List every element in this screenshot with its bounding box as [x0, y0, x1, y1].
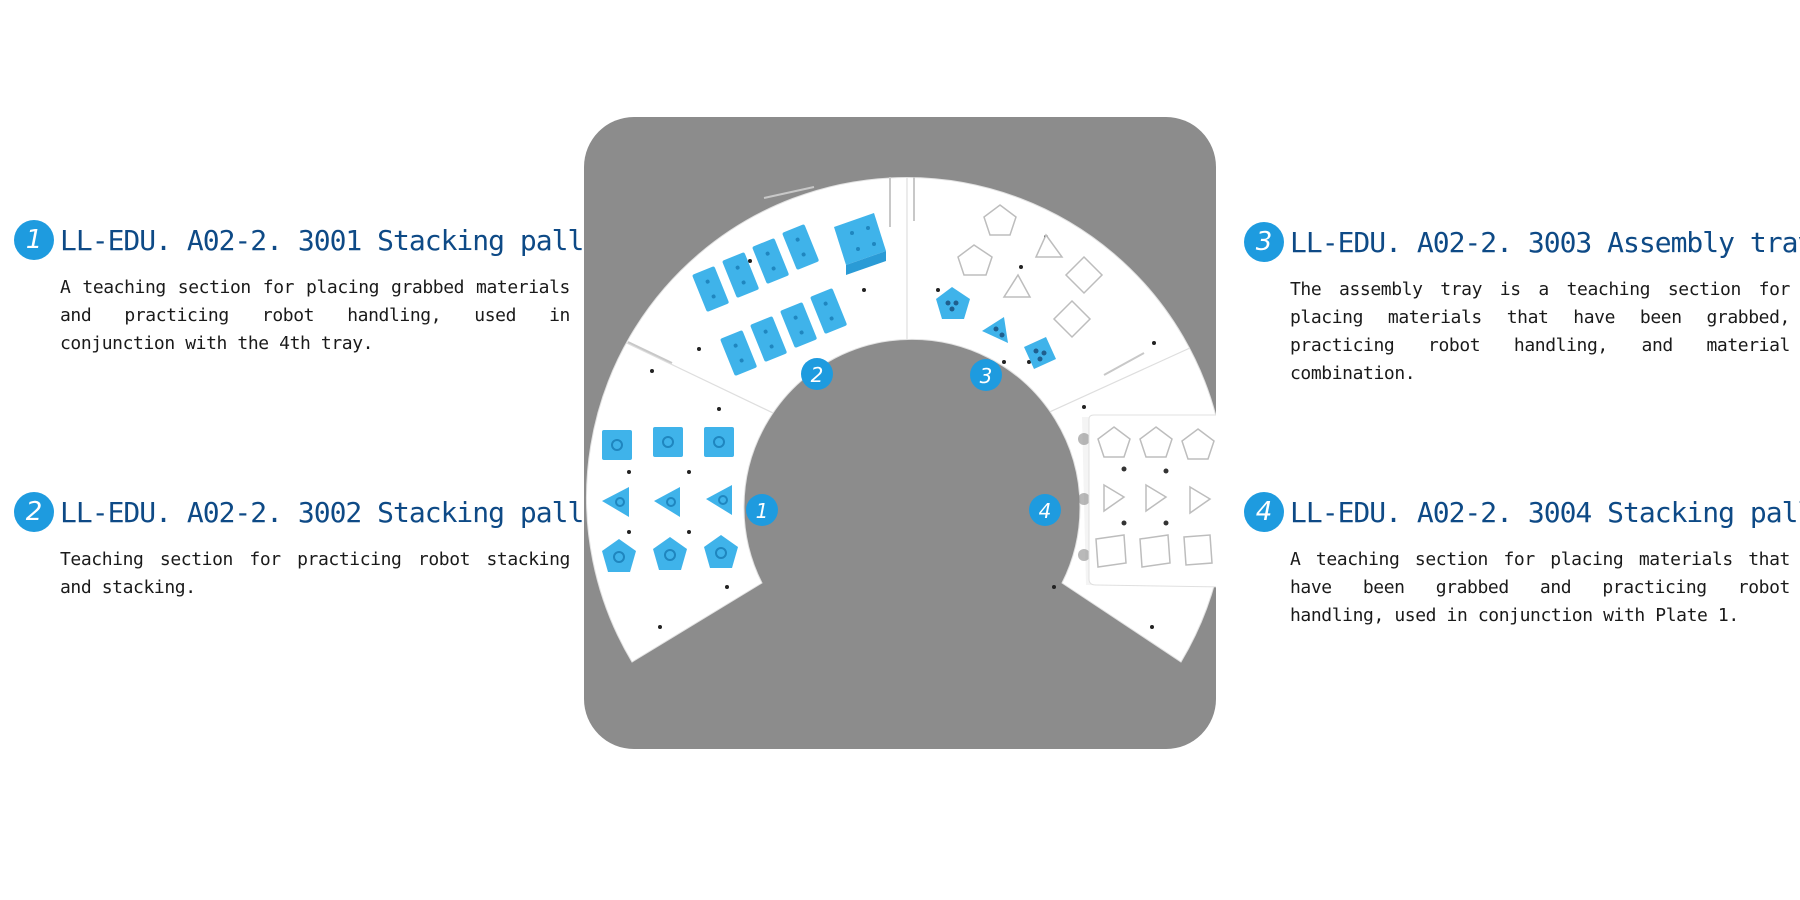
tray-print-labels — [627, 177, 1145, 376]
triangle-block — [654, 487, 680, 517]
section-2-header: 2 LL-EDU. A02-2. 3002 Stacking pallets — [14, 490, 632, 534]
rect-block — [782, 224, 819, 270]
figure-marker-4: 4 — [1029, 494, 1061, 526]
figure-marker-3-label: 3 — [980, 364, 993, 388]
section-4-plate — [1078, 414, 1216, 588]
pentagon-part — [936, 287, 970, 319]
section-4-title: LL-EDU. A02-2. 3004 Stacking pallets — [1290, 495, 1800, 529]
horseshoe-tray — [586, 177, 1216, 663]
figure-marker-3: 3 — [970, 359, 1002, 391]
figure-marker-2-label: 2 — [811, 363, 824, 387]
triangle-block — [602, 487, 629, 517]
square-block — [602, 430, 632, 460]
section-4-header: 4 LL-EDU. A02-2. 3004 Stacking pallets — [1244, 490, 1800, 534]
section-3-title: LL-EDU. A02-2. 3003 Assembly tray — [1290, 225, 1800, 259]
section-3-number-badge: 3 — [1244, 222, 1284, 262]
section-2-title: LL-EDU. A02-2. 3002 Stacking pallets — [60, 495, 632, 529]
triangle-block — [706, 485, 732, 515]
rect-block — [752, 238, 789, 284]
section-3: 3 LL-EDU. A02-2. 3003 Assembly tray The … — [1244, 220, 1800, 388]
section-1-description: A teaching section for placing grabbed m… — [60, 277, 570, 354]
pentagon-block — [704, 535, 738, 568]
section-1-blocks — [602, 427, 738, 572]
section-2: 2 LL-EDU. A02-2. 3002 Stacking pallets T… — [14, 490, 632, 602]
figure-marker-2: 2 — [801, 358, 833, 390]
section-3-parts — [936, 287, 1056, 369]
section-3-header: 3 LL-EDU. A02-2. 3003 Assembly tray — [1244, 220, 1800, 264]
triangle-part — [982, 317, 1008, 343]
section-2-description: Teaching section for practicing robot st… — [60, 549, 570, 598]
figure-marker-1-label: 1 — [756, 499, 769, 523]
plate-outlines — [1095, 426, 1215, 568]
figure-marker-4-label: 4 — [1039, 499, 1052, 523]
square-block — [704, 427, 734, 457]
square-block — [653, 427, 683, 457]
rect-block — [722, 252, 759, 298]
cube-block — [834, 213, 886, 275]
rect-block — [780, 302, 817, 348]
square-part — [1024, 337, 1056, 369]
section-2-number-badge: 2 — [14, 492, 54, 532]
section-1: 1 LL-EDU. A02-2. 3001 Stacking pallets A… — [14, 218, 632, 358]
rect-block — [750, 316, 787, 362]
rect-block — [720, 330, 757, 376]
rect-block — [810, 288, 847, 334]
section-4-number-badge: 4 — [1244, 492, 1284, 532]
section-3-description: The assembly tray is a teaching section … — [1290, 279, 1790, 384]
section-4: 4 LL-EDU. A02-2. 3004 Stacking pallets A… — [1244, 490, 1800, 630]
pentagon-block — [602, 539, 636, 572]
pentagon-block — [653, 537, 687, 570]
section-1-header: 1 LL-EDU. A02-2. 3001 Stacking pallets — [14, 218, 632, 262]
section-4-description: A teaching section for placing materials… — [1290, 549, 1790, 626]
section-1-number-badge: 1 — [14, 220, 54, 260]
figure-marker-1: 1 — [746, 494, 778, 526]
rect-block — [692, 266, 729, 312]
section-3-outlines — [957, 204, 1104, 339]
section-2-blocks — [692, 213, 886, 376]
tray-illustration: 1 2 3 4 — [584, 117, 1216, 749]
section-1-title: LL-EDU. A02-2. 3001 Stacking pallets — [60, 223, 632, 257]
